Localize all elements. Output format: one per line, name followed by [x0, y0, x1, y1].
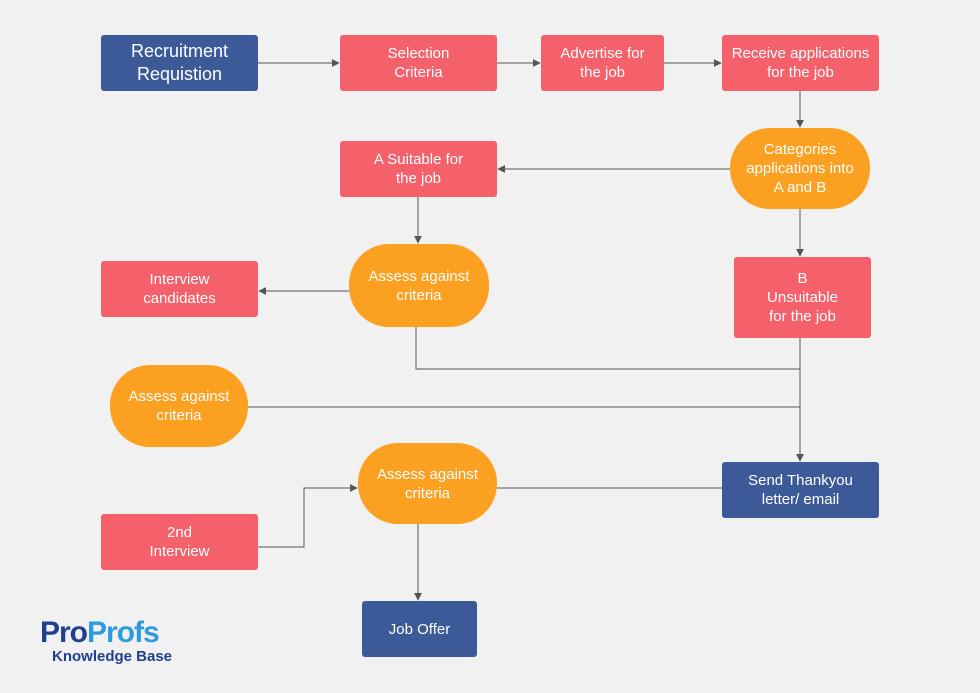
logo-wordmark: ProProfs — [40, 618, 172, 648]
node-interview-candidates: Interview candidates — [101, 261, 258, 317]
logo-part-1: Pro — [40, 616, 88, 649]
node-receive-applications: Receive applications for the job — [722, 35, 879, 91]
arrow-second-interview-to-assess — [258, 484, 358, 548]
node-selection-criteria: Selection Criteria — [340, 35, 497, 91]
proprofs-logo: ProProfs Knowledge Base — [40, 618, 172, 666]
line-assess-to-thankyou — [415, 327, 800, 370]
node-job-offer: Job Offer — [362, 601, 477, 657]
node-assess-criteria-2: Assess against criteria — [110, 365, 248, 447]
logo-part-2: Profs — [87, 616, 160, 649]
logo-subtitle: Knowledge Base — [52, 648, 173, 665]
node-b-unsuitable: B Unsuitable for the job — [734, 257, 871, 338]
node-assess-criteria-1: Assess against criteria — [349, 244, 489, 327]
node-send-thankyou: Send Thankyou letter/ email — [722, 462, 879, 518]
node-advertise: Advertise for the job — [541, 35, 664, 91]
node-recruitment-requisition: Recruitment Requistion — [101, 35, 258, 91]
node-categorise-applications: Categories applications into A and B — [730, 128, 870, 209]
node-a-suitable: A Suitable for the job — [340, 141, 497, 197]
node-assess-criteria-3: Assess against criteria — [358, 443, 497, 524]
node-second-interview: 2nd Interview — [101, 514, 258, 570]
